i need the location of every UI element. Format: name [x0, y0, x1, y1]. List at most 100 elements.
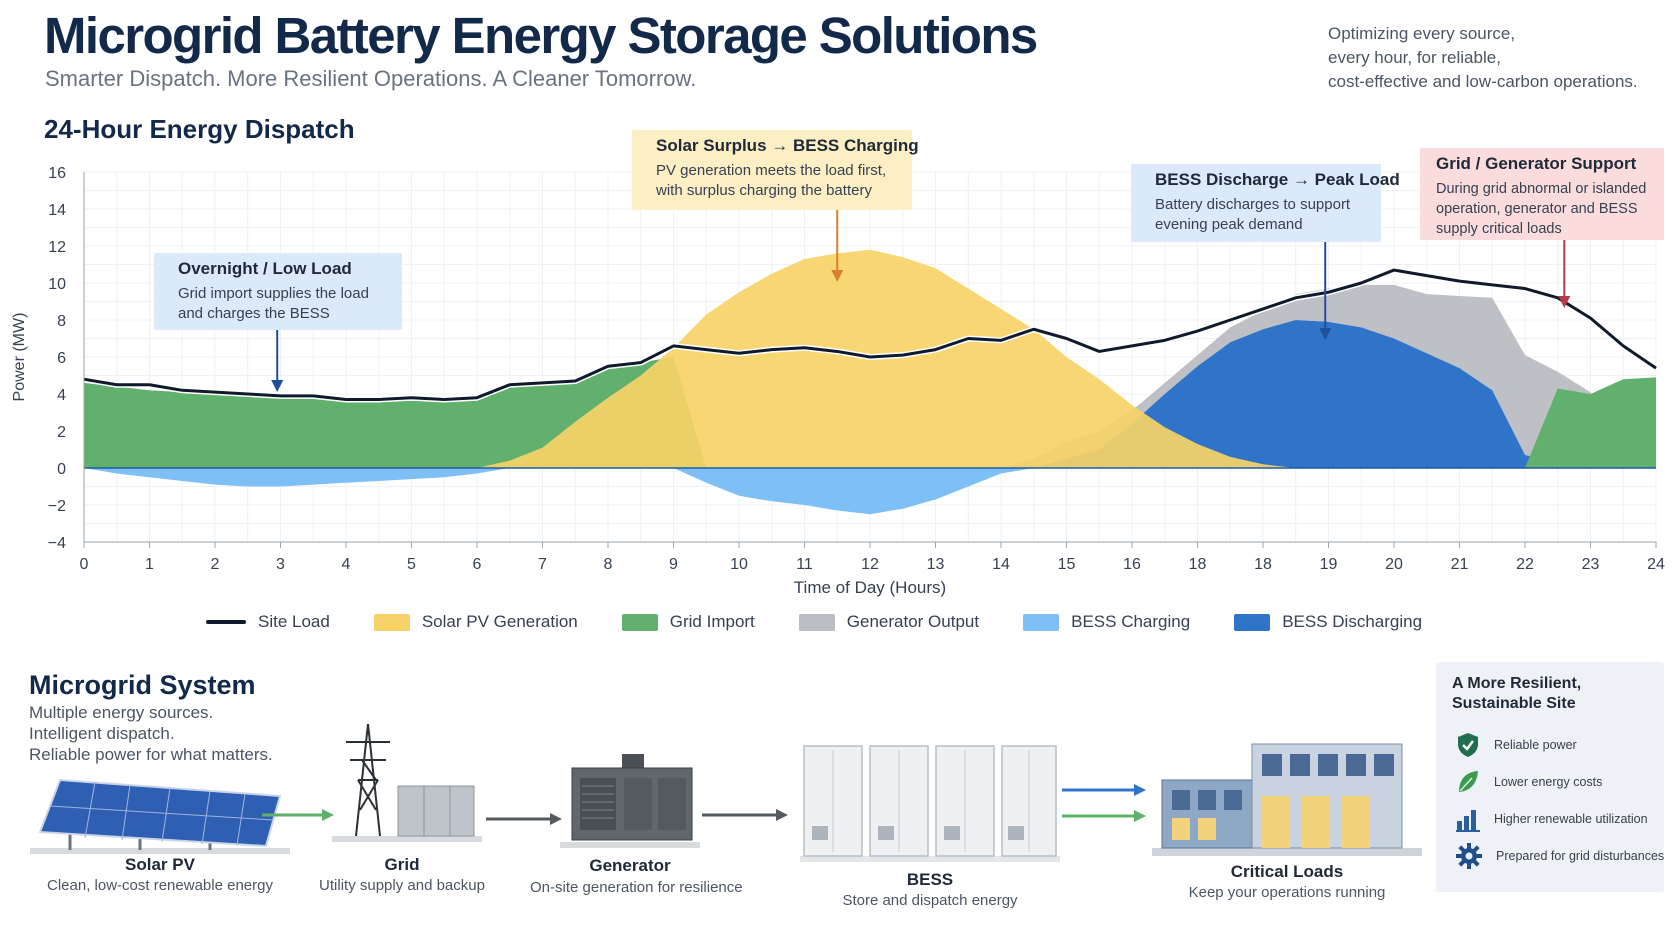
legend-label: Solar PV Generation: [421, 612, 578, 631]
x-tick-label: 7: [538, 556, 547, 573]
component-generator: Generator On-site generation for resilie…: [530, 722, 743, 902]
component-desc: Clean, low-cost renewable energy: [47, 877, 273, 894]
x-tick-label: 1: [145, 556, 154, 573]
y-tick-label: 0: [57, 461, 66, 478]
benefit-label: Prepared for grid disturbances: [1496, 849, 1665, 863]
y-tick-label: 16: [48, 165, 66, 182]
benefit-item-renewable: Higher renewable utilization: [1456, 806, 1648, 832]
benefits-panel: A More Resilient, Sustainable Site Relia…: [1436, 662, 1664, 892]
system-description: Multiple energy sources. Intelligent dis…: [29, 702, 273, 765]
system-line: Reliable power for what matters.: [29, 745, 273, 764]
callout-line: supply critical loads: [1436, 221, 1562, 237]
y-tick-label: −2: [48, 498, 66, 515]
callout-line: with surplus charging the battery: [656, 182, 872, 199]
arrow-solar-head: [831, 270, 844, 282]
callout-body: PV generation meets the load first, with…: [656, 161, 900, 201]
arrow-discharge-head: [1319, 328, 1332, 340]
solar-panel-icon: [30, 778, 290, 854]
y-tick-label: 6: [57, 350, 66, 367]
callout-title: Grid / Generator Support: [1436, 154, 1637, 173]
leaf-icon: [1459, 771, 1478, 792]
legend-label: Generator Output: [846, 612, 980, 631]
legend-swatch: [621, 613, 658, 631]
x-tick-label: 3: [276, 556, 285, 573]
callout-line: During grid abnormal or islanded: [1436, 181, 1647, 197]
tagline-line: Optimizing every source,: [1328, 24, 1516, 43]
benefits-title-line: Sustainable Site: [1452, 695, 1576, 712]
y-tick-label: 14: [48, 202, 66, 219]
system-line: Intelligent dispatch.: [29, 724, 175, 743]
benefit-item-costs: Lower energy costs: [1456, 769, 1602, 795]
area-grid-import: [84, 357, 1656, 468]
component-desc: Keep your operations running: [1188, 884, 1386, 901]
x-tick-label: 13: [927, 556, 945, 573]
legend-label: Site Load: [258, 612, 330, 631]
x-tick-label: 20: [1385, 556, 1403, 573]
callout-line: Battery discharges to support: [1155, 196, 1351, 213]
arrow-generator-to-bess-icon: [702, 809, 788, 821]
line-site-load: [83, 268, 1657, 402]
component-label: Solar PV: [125, 855, 195, 874]
component-desc: On-site generation for resilience: [530, 879, 743, 896]
y-tick-label: −4: [48, 535, 66, 552]
component-desc: Utility supply and backup: [319, 877, 485, 894]
legend-line-swatch: [206, 620, 246, 624]
x-tick-label: 14: [992, 556, 1010, 573]
battery-cabinet-icon: [800, 745, 1060, 862]
legend-item-bess-discharging: BESS Discharging: [1234, 612, 1422, 632]
x-tick-label: 4: [342, 556, 351, 573]
y-tick-label: 8: [57, 313, 66, 330]
factory-building-icon: [1152, 743, 1422, 856]
x-tick-label: 11: [796, 556, 813, 573]
area-bess-discharging: [84, 320, 1656, 468]
component-desc: Store and dispatch energy: [842, 892, 1018, 909]
legend-item-site-load: Site Load: [206, 612, 330, 632]
callout-line: operation, generator and BESS: [1436, 201, 1638, 217]
y-tick-label: 10: [48, 276, 66, 293]
callout-bess-discharge: BESS Discharge → Peak Load Battery disch…: [1131, 164, 1400, 242]
component-critical-loads: Critical Loads Keep your operations runn…: [1152, 730, 1422, 902]
callout-line: Grid import supplies the load: [178, 285, 369, 302]
x-tick-label: 24: [1647, 556, 1665, 573]
y-tick-label: 2: [57, 424, 66, 441]
x-tick-label: 8: [604, 556, 613, 573]
callout-body: During grid abnormal or islanded operati…: [1436, 179, 1652, 239]
page-title: Microgrid Battery Energy Storage Solutio…: [44, 7, 1038, 64]
callout-title: Solar Surplus → BESS Charging: [656, 136, 919, 155]
benefit-item-grid-disturbances: Prepared for grid disturbances: [1456, 843, 1664, 869]
legend-swatch: [1023, 613, 1060, 631]
gear-icon: [1456, 843, 1482, 869]
x-tick-label: 21: [1451, 556, 1469, 573]
x-tick-label: 9: [669, 556, 678, 573]
callout-line: and charges the BESS: [178, 305, 330, 322]
arrow-overnight-head: [271, 380, 284, 392]
component-label: BESS: [906, 870, 954, 889]
benefit-item-reliable: Reliable power: [1456, 732, 1577, 758]
benefits-title: A More Resilient, Sustainable Site: [1452, 674, 1648, 714]
generator-icon: [560, 754, 700, 848]
legend-item-solar: Solar PV Generation: [373, 612, 578, 632]
x-tick-label: 2: [211, 556, 220, 573]
tagline: Optimizing every source, every hour, for…: [1328, 22, 1658, 94]
area-bess-charging: [84, 468, 1656, 515]
x-tick-label: 10: [730, 556, 748, 573]
x-tick-label: 0: [80, 556, 89, 573]
component-bess: BESS Store and dispatch energy: [800, 740, 1060, 909]
x-tick-label: 5: [407, 556, 416, 573]
component-label: Grid: [384, 855, 420, 874]
component-label: Critical Loads: [1230, 862, 1344, 881]
component-solar-pv: Solar PV Clean, low-cost renewable energ…: [30, 720, 290, 900]
callout-title: BESS Discharge → Peak Load: [1155, 170, 1400, 189]
benefit-label: Higher renewable utilization: [1494, 812, 1648, 826]
arrow-solar-to-grid-icon: [262, 809, 334, 821]
callout-line: evening peak demand: [1155, 216, 1303, 233]
arrow-grid-to-generator-icon: [486, 813, 562, 825]
legend-swatch: [1234, 613, 1271, 631]
legend-item-generator: Generator Output: [798, 612, 980, 632]
legend-label: Grid Import: [669, 612, 755, 631]
benefit-label: Lower energy costs: [1494, 775, 1603, 789]
benefits-title-line: A More Resilient,: [1452, 675, 1582, 692]
chart-heading: 24-Hour Energy Dispatch: [44, 114, 355, 144]
transmission-tower-icon: [332, 723, 482, 842]
